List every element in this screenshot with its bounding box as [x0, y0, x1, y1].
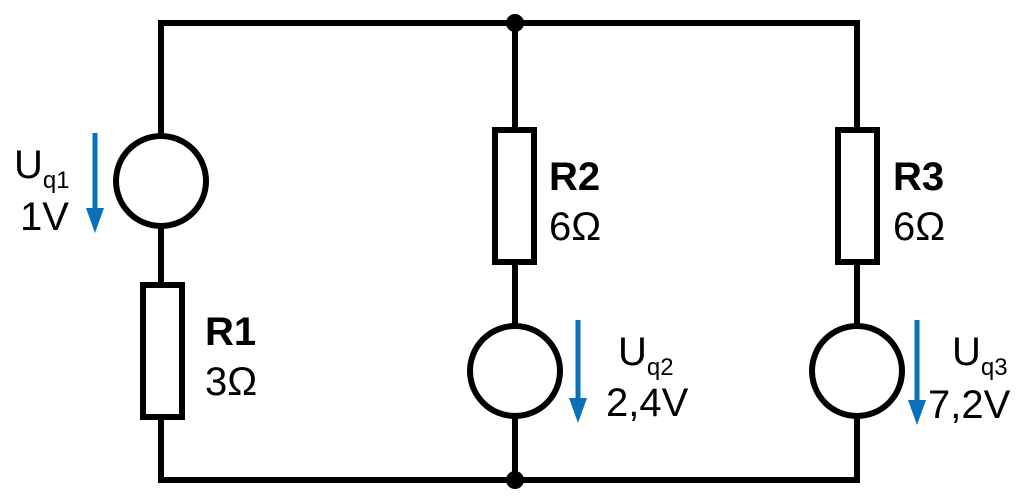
- arrow-uq3-icon: [908, 320, 926, 425]
- value-uq2: 2,4V: [606, 381, 689, 425]
- voltage-source-uq1: [113, 133, 209, 229]
- voltage-source-uq3: [809, 323, 905, 419]
- junction-dot-top: [506, 14, 524, 32]
- label-r1: R1: [205, 310, 256, 354]
- label-uq2: Uq2: [618, 330, 674, 381]
- resistor-r2: [492, 127, 537, 265]
- label-r2: R2: [549, 155, 600, 199]
- value-r3: 6Ω: [893, 205, 945, 249]
- junction-dot-bottom: [506, 471, 524, 489]
- value-uq3: 7,2V: [928, 383, 1011, 427]
- value-r1: 3Ω: [205, 360, 257, 404]
- label-uq3: Uq3: [952, 330, 1008, 381]
- arrow-uq2-icon: [569, 320, 587, 423]
- resistor-r1: [140, 282, 185, 420]
- resistor-r3: [835, 127, 880, 265]
- value-r2: 6Ω: [549, 205, 601, 249]
- arrow-uq1-icon: [86, 133, 104, 233]
- value-uq1: 1V: [20, 195, 69, 239]
- voltage-source-uq2: [467, 323, 563, 419]
- label-r3: R3: [893, 155, 944, 199]
- label-uq1: Uq1: [14, 143, 70, 194]
